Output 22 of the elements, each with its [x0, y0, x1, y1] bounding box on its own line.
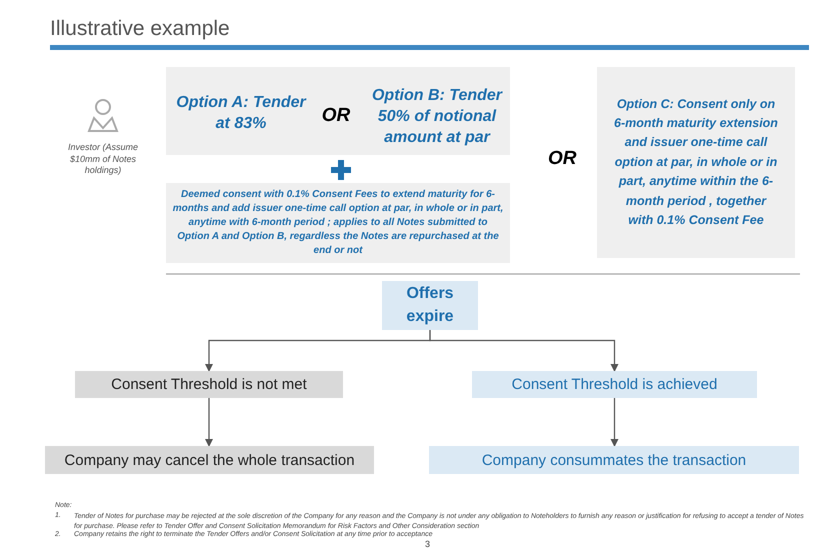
description: Option C: Consent only on 6-month maturity extension and issuer one-time call option at par, in whole or in part, anytime within the 6-month period , together with 0.1% Consent Fee — [613, 96, 779, 229]
box-text: Consent Threshold is not met — [111, 376, 307, 393]
investor-caption: Investor (Assume $10mm of Notes holdings) — [66, 142, 140, 178]
box-text: Company may cancel the whole transaction — [64, 452, 355, 468]
title: Illustrative example — [50, 17, 230, 41]
process-box — [382, 281, 478, 330]
page-number: 3 — [425, 539, 430, 549]
option-text: Option B: Tender 50% of notional amount at par — [370, 86, 504, 148]
arrow — [205, 398, 213, 447]
outcome-box — [472, 371, 757, 398]
arrow — [610, 398, 618, 447]
box-text: Consent Threshold is achieved — [512, 376, 718, 393]
or-label: OR — [548, 148, 576, 170]
option-text: Option A: Tender at 83% — [176, 93, 306, 134]
result-box — [45, 446, 374, 474]
or-label: OR — [320, 104, 352, 128]
result-box — [429, 446, 799, 474]
box-text: Offers expire — [405, 284, 455, 326]
arrow — [429, 330, 618, 372]
description: Deemed consent with 0.1% Consent Fees to extend maturity for 6-months and add issuer one-time call option at par, in whole or in part, anytime with 6-month period ; applies to all Notes submitted to Option A and Option B, regardless the Notes are repurchased at the end or not — [172, 188, 504, 258]
outcome-box — [75, 371, 343, 398]
box-text: Company consummates the transaction — [482, 452, 746, 468]
